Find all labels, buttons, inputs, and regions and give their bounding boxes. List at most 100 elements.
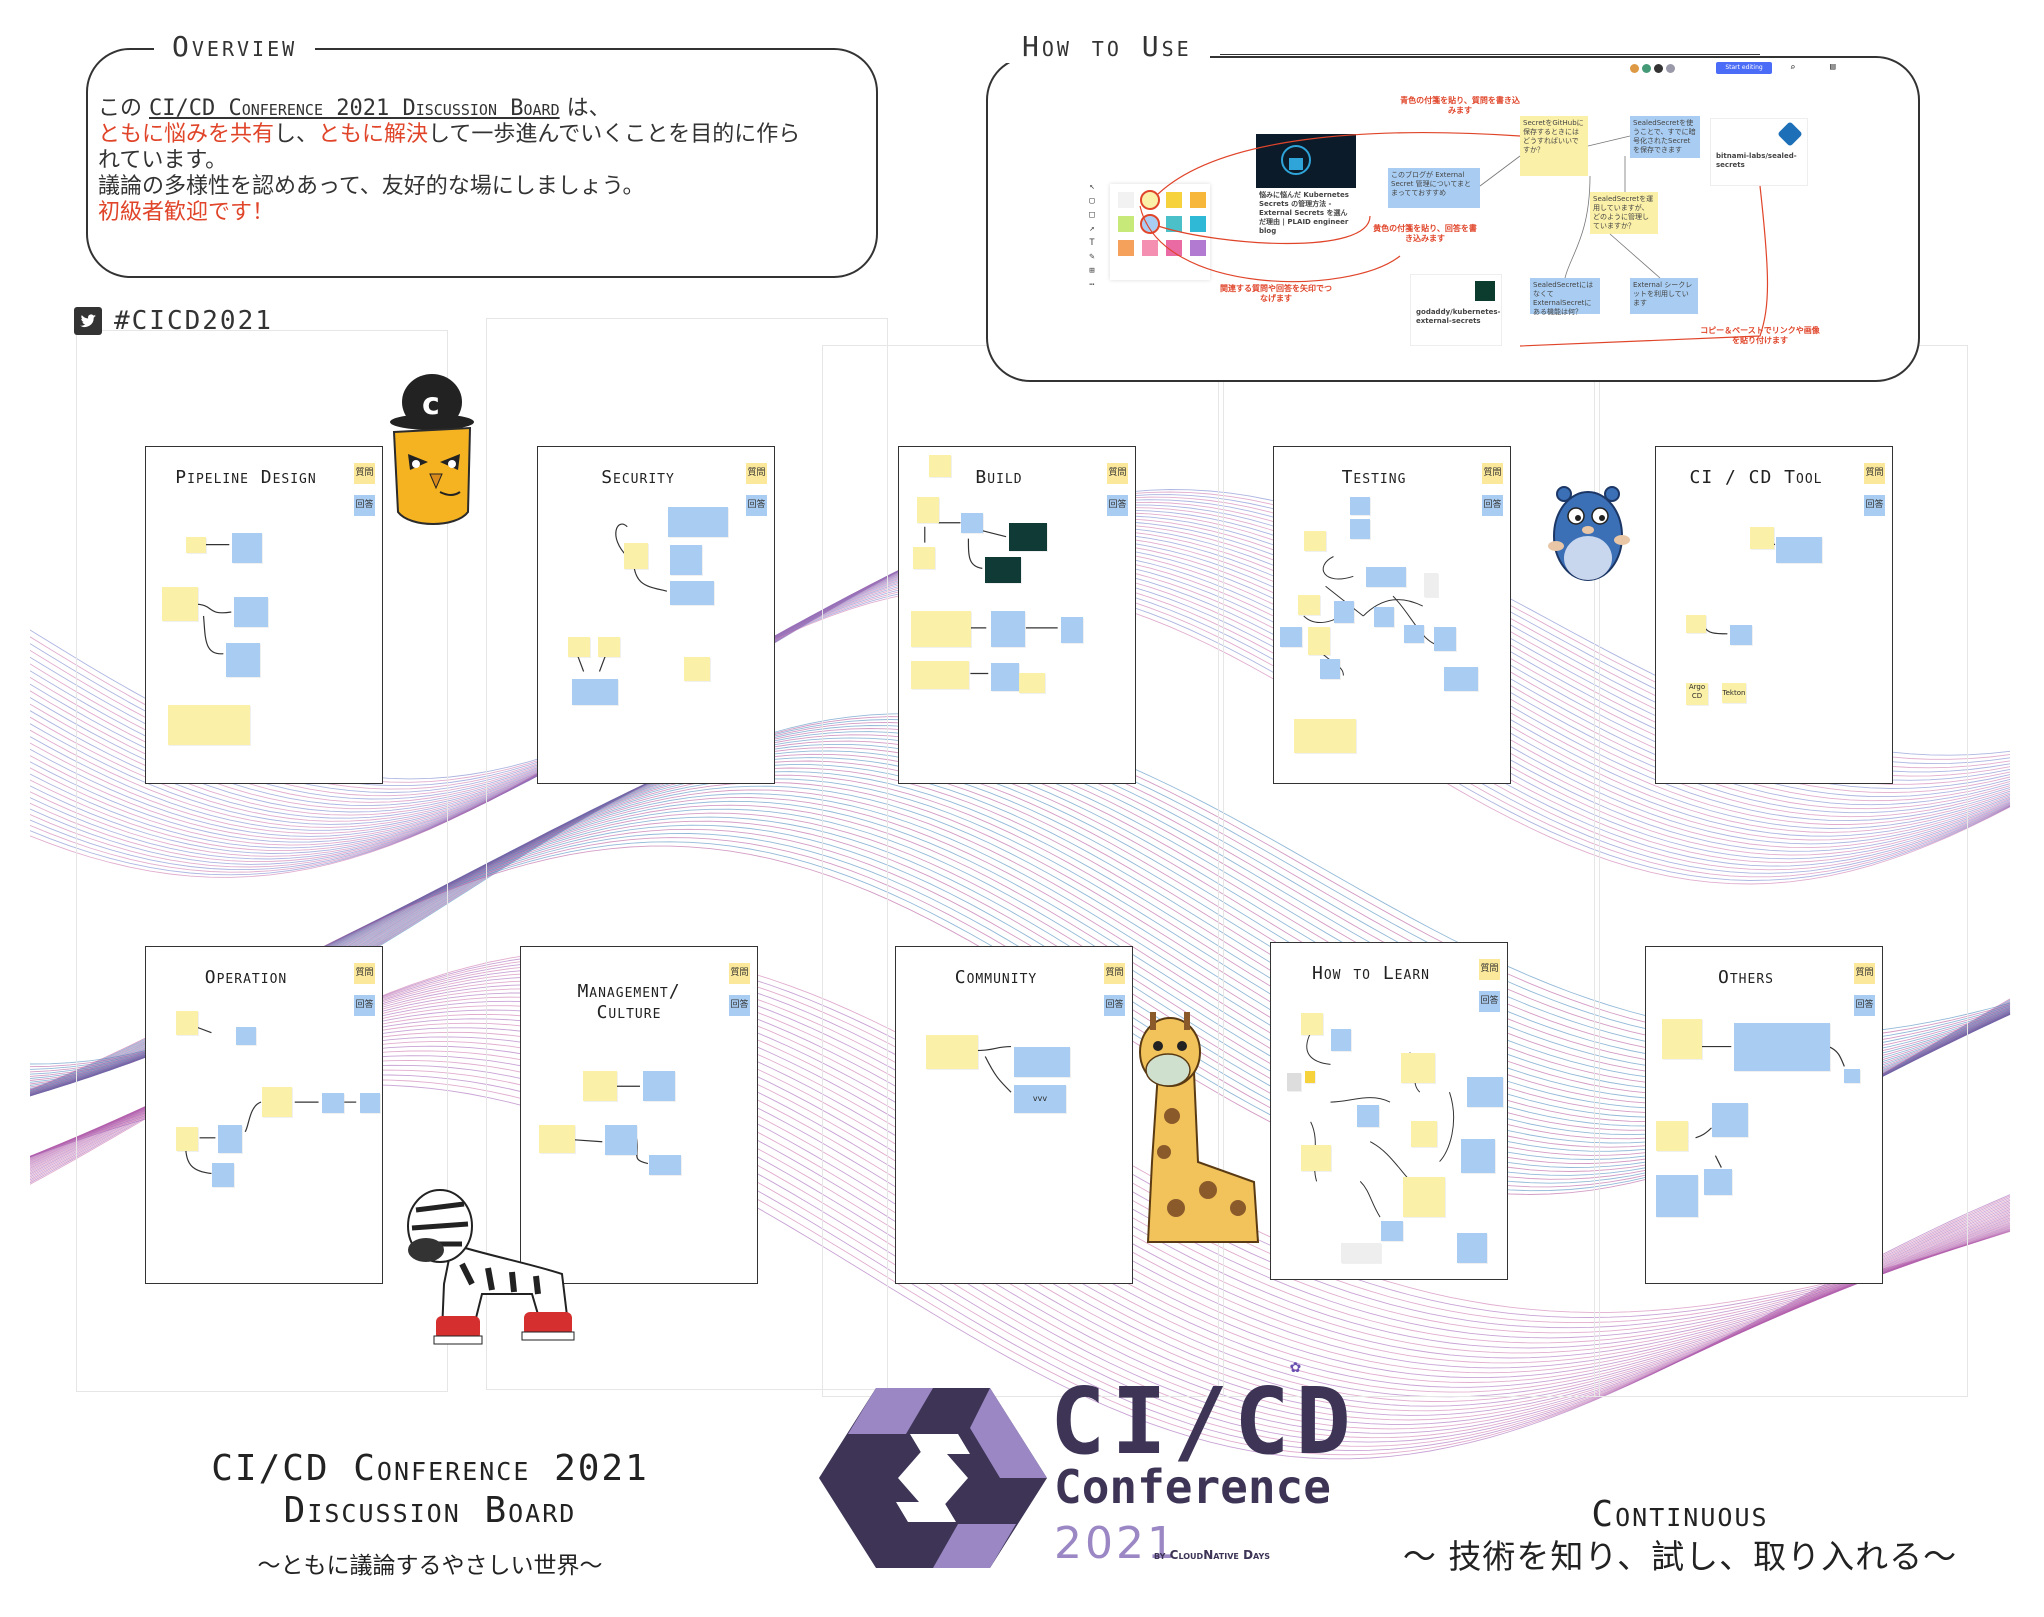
sticky-note[interactable] <box>1298 595 1320 615</box>
sticky-note[interactable] <box>1656 1121 1688 1151</box>
shape-tool-icon[interactable]: □ <box>1089 210 1095 220</box>
sticky-note[interactable] <box>649 1155 681 1175</box>
bitnami-link-card[interactable]: bitnami-labs/sealed-secrets <box>1710 118 1808 186</box>
text-tool-icon[interactable]: T <box>1089 238 1095 248</box>
sticky-note[interactable] <box>1294 719 1356 753</box>
board-build[interactable]: Build 質問 回答 <box>898 446 1136 784</box>
sticky-note[interactable] <box>1381 1221 1403 1241</box>
sticky-note[interactable] <box>991 611 1025 647</box>
sticky-note[interactable] <box>1350 519 1370 539</box>
sticky-note[interactable] <box>1280 627 1302 647</box>
board-management-culture[interactable]: Management/ Culture 質問 回答 <box>520 946 758 1284</box>
sticky-note[interactable] <box>1403 1177 1445 1217</box>
sticky-note[interactable] <box>1457 1233 1487 1263</box>
sticky-note[interactable] <box>583 1071 617 1101</box>
howto-sticky[interactable]: SecretをGitHubに保存するときにはどうすればいいですか？ <box>1520 116 1588 176</box>
sticky-note[interactable] <box>1444 667 1478 691</box>
sticky-note[interactable] <box>670 581 714 605</box>
sticky-note[interactable] <box>991 663 1019 691</box>
sticky-note[interactable] <box>917 497 939 523</box>
image-card[interactable] <box>1287 1073 1301 1091</box>
image-card[interactable] <box>1424 573 1438 597</box>
board-others[interactable]: Others 質問 回答 <box>1645 946 1883 1284</box>
sticky-note[interactable] <box>1357 1105 1379 1127</box>
sticky-note[interactable] <box>236 1027 256 1045</box>
sticky-note[interactable] <box>1844 1069 1860 1083</box>
howto-sticky[interactable]: SealedSecretを使うことで、すでに暗号化されたSecretを保存できま… <box>1630 116 1700 158</box>
sticky-note[interactable] <box>176 1011 198 1035</box>
sticky-note[interactable] <box>360 1093 380 1113</box>
sticky-note[interactable] <box>929 455 951 477</box>
board-operation[interactable]: Operation 質問 回答 <box>145 946 383 1284</box>
sticky-note[interactable] <box>1704 1169 1732 1195</box>
more-tools-icon[interactable]: ⋯ <box>1089 280 1095 290</box>
sticky-note[interactable] <box>1750 527 1774 549</box>
sticky-note[interactable] <box>1374 607 1394 627</box>
sticky-color-palette[interactable] <box>1110 184 1210 280</box>
sticky-tool-icon[interactable]: ▢ <box>1089 196 1095 206</box>
video-thumbnail[interactable] <box>985 557 1021 583</box>
howto-sticky[interactable]: External シークレットを利用しています <box>1630 278 1698 314</box>
sticky-note[interactable] <box>1061 617 1083 643</box>
sticky-note-tekton[interactable]: Tekton <box>1722 683 1746 703</box>
sticky-note[interactable] <box>668 507 728 537</box>
sticky-note[interactable] <box>1686 615 1706 633</box>
sticky-note[interactable] <box>186 537 206 553</box>
sticky-note[interactable] <box>1734 1023 1830 1071</box>
board-testing[interactable]: Testing 質問 回答 <box>1273 446 1511 784</box>
video-thumbnail[interactable] <box>1009 523 1047 551</box>
twitter-hashtag[interactable]: #CICD2021 <box>74 306 273 336</box>
sticky-note[interactable] <box>605 1125 637 1155</box>
board-ci-cd-tool[interactable]: CI / CD Tool 質問 回答 Argo CD Tekton <box>1655 446 1893 784</box>
board-security[interactable]: Security 質問 回答 <box>537 446 775 784</box>
sticky-note[interactable] <box>1305 1071 1315 1083</box>
sticky-note[interactable] <box>913 547 935 569</box>
sticky-note[interactable] <box>1301 1145 1331 1171</box>
sticky-note[interactable] <box>1656 1175 1698 1217</box>
sticky-note[interactable] <box>1331 1029 1351 1051</box>
sticky-note[interactable] <box>670 545 702 575</box>
sticky-note[interactable] <box>1404 625 1424 643</box>
search-icon[interactable]: ⌕ <box>1790 63 1796 73</box>
sticky-note[interactable] <box>1301 1013 1323 1035</box>
sticky-note[interactable] <box>1308 627 1330 655</box>
sticky-note[interactable] <box>1334 601 1354 623</box>
sticky-note[interactable] <box>1019 673 1045 693</box>
howto-sticky[interactable]: SealedSecretにはなくてExternalSecretにある機能は何？ <box>1530 278 1600 316</box>
sticky-note[interactable] <box>234 597 268 627</box>
pen-tool-icon[interactable]: ✎ <box>1089 252 1095 262</box>
sticky-note[interactable] <box>1014 1047 1070 1077</box>
godaddy-link-card[interactable]: godaddy/kubernetes-external-secrets <box>1410 274 1502 346</box>
sticky-note[interactable] <box>1350 497 1370 515</box>
start-editing-button[interactable]: Start editing <box>1716 62 1772 74</box>
sticky-note[interactable] <box>1401 1053 1435 1083</box>
sticky-note[interactable] <box>624 543 648 569</box>
board-pipeline-design[interactable]: Pipeline Design 質問 回答 <box>145 446 383 784</box>
sticky-note[interactable] <box>1461 1139 1495 1173</box>
sticky-note[interactable] <box>1662 1019 1702 1059</box>
cursor-tool-icon[interactable]: ↖ <box>1089 182 1095 192</box>
board-how-to-learn[interactable]: How to Learn 質問 回答 <box>1270 942 1508 1280</box>
sticky-note[interactable] <box>262 1087 292 1117</box>
board-community[interactable]: Community 質問 回答 vvv <box>895 946 1133 1284</box>
sticky-note[interactable] <box>322 1093 344 1113</box>
sticky-note[interactable] <box>168 705 250 745</box>
howto-sticky[interactable]: このブログが External Secret 管理についてまとまってておすすめ <box>1388 168 1480 208</box>
sticky-note[interactable] <box>572 679 618 705</box>
sticky-note[interactable] <box>232 533 262 563</box>
sticky-note[interactable] <box>1712 1103 1748 1137</box>
sticky-note[interactable] <box>1467 1077 1503 1107</box>
sticky-note[interactable] <box>684 657 710 681</box>
sticky-note[interactable] <box>1366 567 1406 587</box>
sticky-note[interactable] <box>539 1125 575 1153</box>
blog-link-card[interactable]: 悩みに悩んだ Kubernetes Secrets の管理方法 - Extern… <box>1256 134 1356 330</box>
sticky-note[interactable] <box>176 1127 198 1151</box>
sticky-note[interactable] <box>1434 627 1456 651</box>
image-card[interactable] <box>1341 1243 1381 1263</box>
sticky-note[interactable] <box>961 513 983 533</box>
menu-icon[interactable]: ▤ <box>1830 62 1836 72</box>
sticky-note-vvv[interactable]: vvv <box>1014 1085 1066 1113</box>
sticky-note[interactable] <box>911 611 971 647</box>
arrow-tool-icon[interactable]: ↗ <box>1089 224 1095 234</box>
sticky-note[interactable] <box>1776 537 1822 563</box>
